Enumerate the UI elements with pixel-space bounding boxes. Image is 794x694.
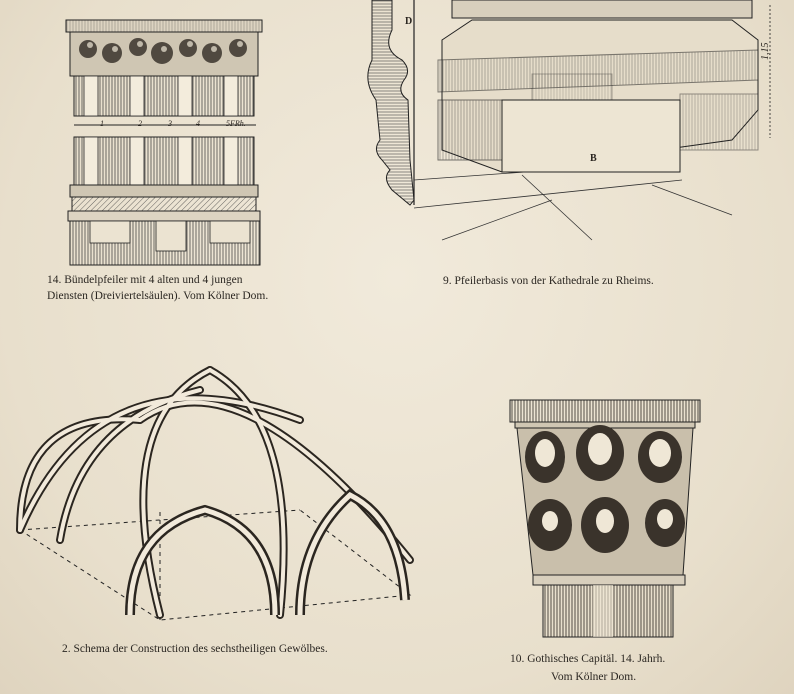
caption-fig10-line1: 10. Gothisches Capitäl. 14. Jahrh. bbox=[510, 653, 666, 665]
scale-mark: 5FRh. bbox=[226, 119, 246, 128]
figure-9-pier-base bbox=[367, 0, 771, 241]
caption-fig9: 9. Pfeilerbasis von der Kathedrale zu Rh… bbox=[443, 275, 654, 287]
figure-2-sexpartite-vault bbox=[16, 366, 414, 621]
label-d: D bbox=[405, 16, 413, 27]
caption-fig2: 2. Schema der Construction des sechsthei… bbox=[62, 643, 328, 655]
caption-fig14-line1: 14. Bündelpfeiler mit 4 alten und 4 jung… bbox=[47, 274, 243, 286]
label-b: B bbox=[590, 153, 597, 164]
scale-mark: 1 bbox=[100, 119, 104, 128]
caption-fig14-line2: Diensten (Dreiviertelsäulen). Vom Kölner… bbox=[47, 290, 269, 302]
figure-10-gothic-capital bbox=[509, 399, 701, 638]
scale-mark: 4 bbox=[196, 119, 200, 128]
figure-14-bundled-pier bbox=[65, 19, 263, 266]
caption-fig10-line2: Vom Kölner Dom. bbox=[551, 671, 637, 683]
scale-mark: 3 bbox=[168, 119, 172, 128]
dimension-label: 1,15 bbox=[760, 42, 771, 61]
scale-mark: 2 bbox=[138, 119, 142, 128]
